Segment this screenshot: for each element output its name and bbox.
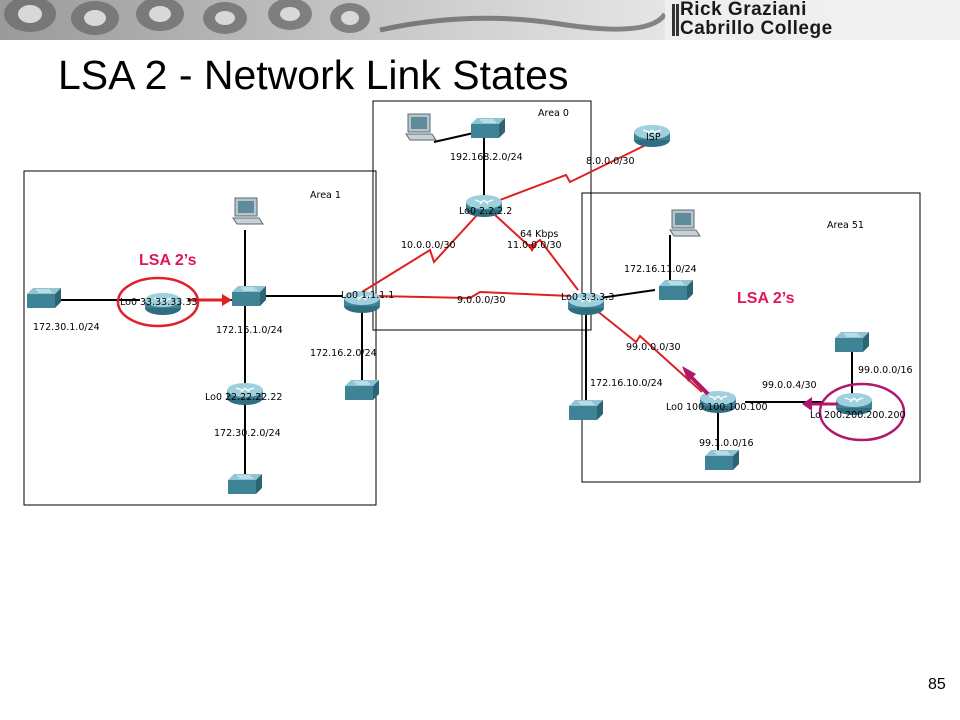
router-r22-label: Lo0 22.22.22.22: [205, 392, 282, 403]
switch-172-30-2-icon: [227, 473, 263, 495]
lsa-callout-right: LSA 2’s: [737, 290, 795, 307]
page-number: 85: [928, 676, 946, 693]
slide-title: LSA 2 - Network Link States: [58, 52, 569, 98]
net-9-0-0-0: 9.0.0.0/30: [457, 295, 506, 306]
area51-pc-icon: [669, 209, 701, 237]
banner-author-name: Rick Graziani: [680, 0, 807, 20]
router-r1-label: Lo0 1.1.1.1: [341, 290, 394, 301]
header-banner: Rick Graziani Cabrillo College: [0, 0, 960, 40]
banner-college-name: Cabrillo College: [680, 18, 833, 39]
switch-172-16-11-icon: [658, 279, 694, 301]
router-r33-label: Lo0 33.33.33.33: [120, 297, 197, 308]
r100-arrow-icon: [682, 366, 710, 396]
area1-label: Area 1: [310, 190, 341, 201]
switch-99-0-16-icon: [834, 331, 870, 353]
area51-label: Area 51: [827, 220, 864, 231]
switch-172-16-1-icon: [231, 285, 267, 307]
area0-label: Area 0: [538, 108, 569, 119]
bandwidth-label: 64 Kbps: [520, 229, 558, 240]
router-r2-label: Lo0 2.2.2.2: [459, 206, 512, 217]
right-highlight-circle: [818, 382, 906, 442]
net-11-0-0-0: 11.0.0.0/30: [507, 240, 562, 251]
area51-box: [581, 192, 921, 483]
net-99-1: 99.1.0.0/16: [699, 438, 754, 449]
serial-links: [361, 141, 703, 393]
net-10-0-0-0: 10.0.0.0/30: [401, 240, 456, 251]
net-172-16-2: 172.16.2.0/24: [310, 348, 377, 359]
net-99-0-0-0-30: 99.0.0.0/30: [626, 342, 681, 353]
switch-172-16-10-icon: [568, 399, 604, 421]
banner-author: Rick Graziani Cabrillo College: [680, 0, 833, 38]
net-172-30-2: 172.30.2.0/24: [214, 428, 281, 439]
net-172-16-1: 172.16.1.0/24: [216, 325, 283, 336]
lsa-callout-left: LSA 2’s: [139, 252, 197, 269]
router-r3-label: Lo0 3.3.3.3: [561, 292, 614, 303]
net-99-0-0-0-16: 99.0.0.0/16: [858, 365, 913, 376]
switch-172-16-2-icon: [344, 379, 380, 401]
net-8-0-0-0: 8.0.0.0/30: [586, 156, 635, 167]
area0-switch-icon: [470, 117, 506, 139]
net-172-16-10: 172.16.10.0/24: [590, 378, 663, 389]
area0-pc-icon: [405, 113, 437, 141]
area1-box: [23, 170, 377, 506]
left-highlight-circle: [116, 276, 200, 328]
switch-172-30-1-icon: [26, 287, 62, 309]
isp-label: ISP: [646, 132, 661, 143]
banner-photo: [0, 0, 960, 40]
r2-arrow-icon: [527, 244, 537, 252]
switch-99-1-icon: [704, 449, 740, 471]
net-172-16-11: 172.16.11.0/24: [624, 264, 697, 275]
router-r100-label: Lo0 100.100.100.100: [666, 402, 768, 413]
net-172-30-1: 172.30.1.0/24: [33, 322, 100, 333]
right-arrow-icon: [802, 397, 838, 411]
net-99-0-0-4: 99.0.0.4/30: [762, 380, 817, 391]
area1-pc-icon: [232, 197, 264, 225]
left-arrow-icon: [190, 294, 232, 306]
area0-box: [372, 100, 592, 331]
router-r200-label: Lo 200.200.200.200: [810, 410, 906, 421]
net-192-168-2: 192.168.2.0/24: [450, 152, 523, 163]
